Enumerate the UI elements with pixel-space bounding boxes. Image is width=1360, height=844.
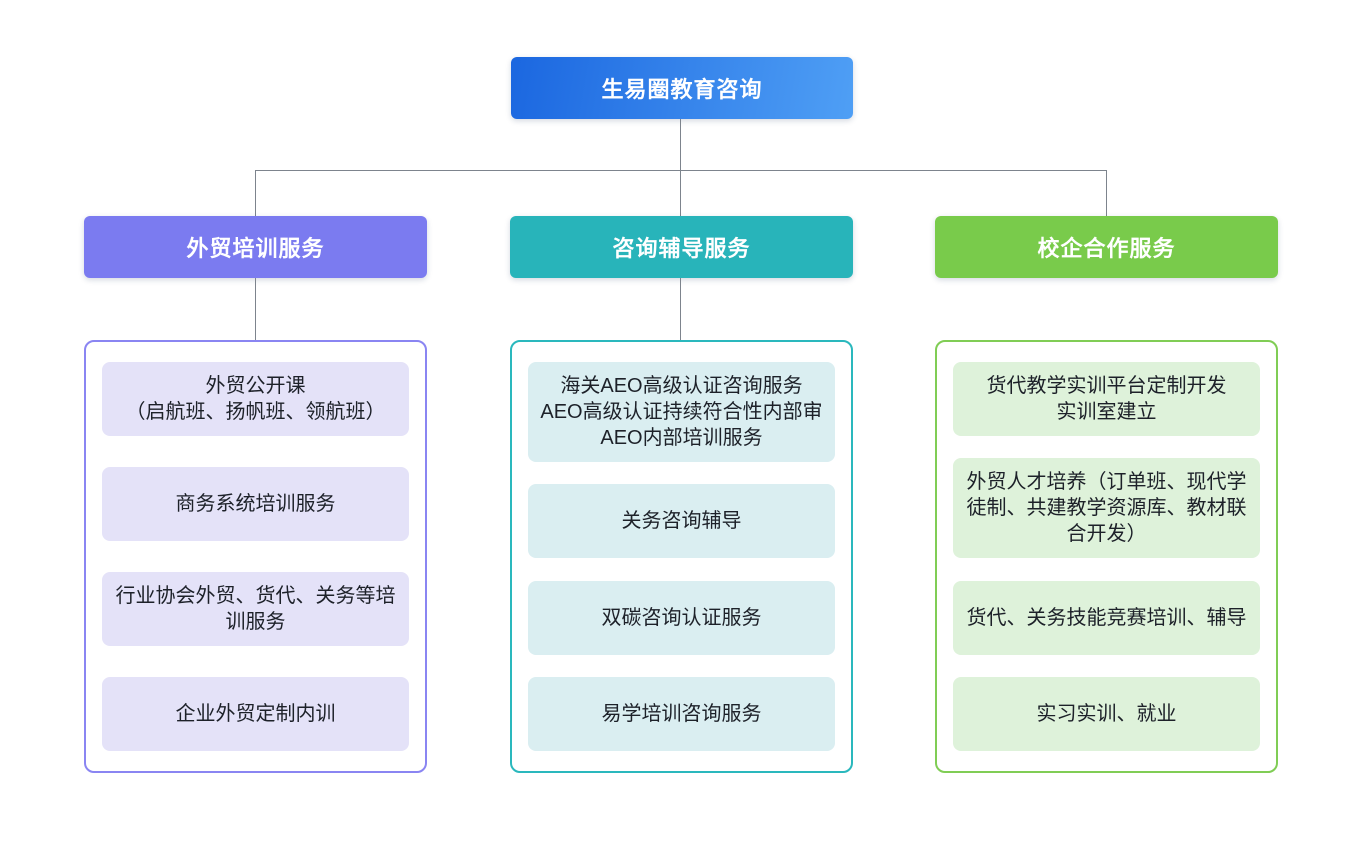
- connector-drop-middle: [680, 170, 681, 216]
- service-item-text: （启航班、扬帆班、领航班）: [125, 401, 386, 423]
- service-item-text: 关务咨询辅导: [621, 510, 742, 533]
- branch-header-trade-training: 外贸培训服务: [84, 216, 427, 278]
- service-item-text: 实训室建立: [1056, 401, 1157, 423]
- service-item: 易学培训咨询服务: [528, 676, 835, 751]
- service-item-text: 行业协会外贸、货代、关务等培训服务: [115, 585, 396, 633]
- connector-root-stem: [680, 119, 681, 170]
- root-node: 生易圈教育咨询: [511, 57, 853, 119]
- service-item-text: 商务系统培训服务: [175, 493, 336, 515]
- service-item-text: 外贸人才培养（订单班、现代学徒制、共建教学资源库、教材联合开发）: [966, 471, 1247, 546]
- service-item-text: 企业外贸定制内训: [175, 703, 336, 725]
- service-item: 关务咨询辅导: [528, 484, 835, 559]
- connector-header-middle: [680, 278, 681, 340]
- service-item-text: 易学培训咨询服务: [601, 702, 762, 725]
- service-item: 货代教学实训平台定制开发 实训室建立: [953, 362, 1260, 436]
- service-item-text: 外贸公开课: [205, 375, 306, 397]
- container-trade-training: 外贸公开课 （启航班、扬帆班、领航班） 商务系统培训服务 行业协会外贸、货代、关…: [84, 340, 427, 773]
- service-item-text: AEO高级认证持续符合性内部审: [540, 401, 823, 423]
- service-item: 双碳咨询认证服务: [528, 580, 835, 655]
- connector-drop-left: [255, 170, 256, 216]
- service-item: 商务系统培训服务: [102, 467, 409, 541]
- service-item: 海关AEO高级认证咨询服务 AEO高级认证持续符合性内部审 AEO内部培训服务: [528, 362, 835, 462]
- service-item-text: 实习实训、就业: [1036, 702, 1177, 725]
- service-item-text: 货代教学实训平台定制开发: [986, 375, 1227, 397]
- service-item: 实习实训、就业: [953, 676, 1260, 751]
- branch-header-consulting: 咨询辅导服务: [510, 216, 853, 278]
- service-item: 外贸公开课 （启航班、扬帆班、领航班）: [102, 362, 409, 436]
- service-item: 行业协会外贸、货代、关务等培训服务: [102, 572, 409, 646]
- service-item-text: 货代、关务技能竞赛培训、辅导: [966, 606, 1247, 629]
- container-school-enterprise: 货代教学实训平台定制开发 实训室建立 外贸人才培养（订单班、现代学徒制、共建教学…: [935, 340, 1278, 773]
- connector-drop-right: [1106, 170, 1107, 216]
- service-item: 企业外贸定制内训: [102, 677, 409, 751]
- service-item: 货代、关务技能竞赛培训、辅导: [953, 580, 1260, 655]
- service-item-text: 海关AEO高级认证咨询服务: [560, 375, 803, 397]
- service-item-text: AEO内部培训服务: [600, 427, 763, 449]
- service-item-text: 双碳咨询认证服务: [601, 606, 762, 629]
- branch-header-school-enterprise: 校企合作服务: [935, 216, 1278, 278]
- service-item: 外贸人才培养（订单班、现代学徒制、共建教学资源库、教材联合开发）: [953, 458, 1260, 559]
- container-consulting: 海关AEO高级认证咨询服务 AEO高级认证持续符合性内部审 AEO内部培训服务 …: [510, 340, 853, 773]
- connector-header-left: [255, 278, 256, 340]
